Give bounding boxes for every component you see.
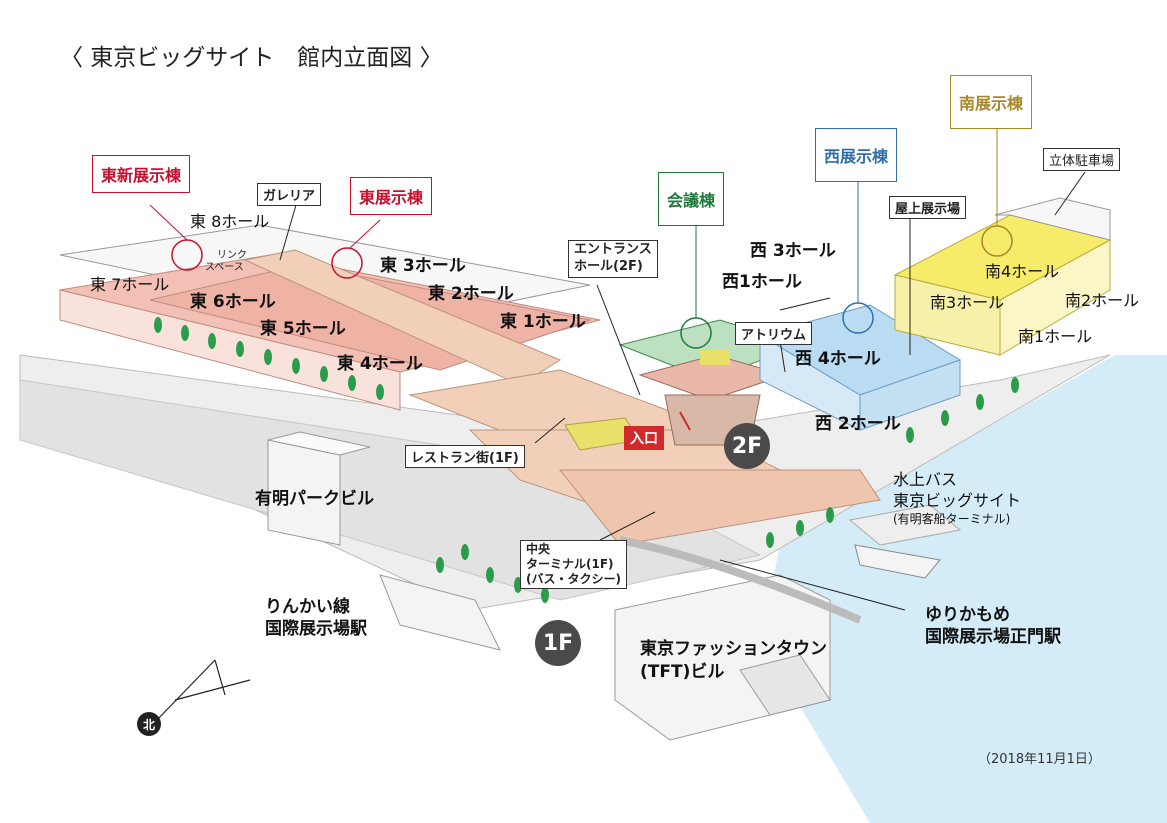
rooftop-label: 屋上展示場 <box>889 196 967 219</box>
hall-s3: 南3ホール <box>930 293 1005 312</box>
hall-e5: 東 5ホール <box>260 319 346 339</box>
hall-e4: 東 4ホール <box>337 354 423 374</box>
hall-s1: 南1ホール <box>1018 327 1093 346</box>
rinkai-label: りんかい線 国際展示場駅 <box>265 596 367 640</box>
yurikamome-line2: 国際展示場正門駅 <box>925 627 1061 648</box>
hall-w4: 西 4ホール <box>795 349 881 369</box>
tft-line2: (TFT)ビル <box>640 661 725 682</box>
rinkai-station <box>379 574 501 651</box>
central-terminal-line2: ターミナル(1F) <box>526 557 614 571</box>
hall-e3: 東 3ホール <box>380 256 466 276</box>
west-hall-side <box>859 359 961 431</box>
restaurant-label: レストラン街(1F) <box>405 445 525 468</box>
hall-e8: 東 8ホール <box>190 212 270 231</box>
ariake-park-label: 有明パークビル <box>255 489 374 509</box>
rinkai-line2: 国際展示場駅 <box>265 619 367 640</box>
hall-w1: 西1ホール <box>722 272 802 292</box>
galleria-walkway <box>243 249 562 386</box>
parking-label: 立体駐車場 <box>1043 148 1121 171</box>
hall-e6: 東 6ホール <box>190 292 276 312</box>
pier <box>848 504 962 546</box>
water-bus-line2: 東京ビッグサイト <box>893 490 1022 510</box>
link-space-line2: スペース <box>205 262 244 273</box>
building-west: 西展示棟 <box>815 128 898 182</box>
entrance-hall-label: エントランス ホール(2F) <box>568 240 658 278</box>
galleria-label: ガレリア <box>257 183 322 206</box>
entrance-hall-line2: ホール(2F) <box>574 258 643 274</box>
water-bus-line1: 水上バス <box>893 470 958 489</box>
building-east: 東展示棟 <box>350 177 433 215</box>
hall-e2: 東 2ホール <box>428 284 514 304</box>
building-conference: 会議棟 <box>658 172 725 226</box>
map-date: （2018年11月1日） <box>978 752 1101 767</box>
yurikamome-label: ゆりかもめ 国際展示場正門駅 <box>925 604 1061 648</box>
central-terminal-label: 中央 ターミナル(1F) (バス・タクシー) <box>520 540 627 589</box>
atrium-label: アトリウム <box>735 322 813 345</box>
hall-e1: 東 1ホール <box>500 312 586 332</box>
floor-1f-badge: 1F <box>535 620 581 666</box>
building-east-new: 東新展示棟 <box>92 155 191 193</box>
floor-2f-badge: 2F <box>724 423 770 469</box>
entrance-hall-line1: エントランス <box>574 242 652 257</box>
central-terminal-line3: (バス・タクシー) <box>526 572 621 586</box>
link-space-line1: リンク <box>217 250 247 261</box>
ferry-boat <box>854 544 941 579</box>
north-badge: 北 <box>137 712 161 736</box>
front-walkway <box>558 469 881 546</box>
water-bus-line3: (有明客船ターミナル) <box>893 511 1011 526</box>
central-terminal-line1: 中央 <box>526 542 551 556</box>
bay-water <box>760 355 1167 823</box>
hall-w3: 西 3ホール <box>750 241 836 261</box>
tft-line1: 東京ファッションタウン <box>640 639 827 659</box>
entrance-badge: 入口 <box>624 426 664 450</box>
yurikamome-track <box>619 536 862 624</box>
tft-label: 東京ファッションタウン (TFT)ビル <box>640 638 827 684</box>
water-bus-label: 水上バス 東京ビッグサイト (有明客船ターミナル) <box>893 470 1021 527</box>
entrance-arrow <box>679 411 691 431</box>
hall-s2: 南2ホール <box>1065 291 1140 310</box>
map-title: 〈 東京ビッグサイト 館内立面図 〉 <box>60 45 443 71</box>
hall-s4: 南4ホール <box>985 262 1060 281</box>
east-new-hall-front <box>59 289 401 411</box>
link-space-label: リンク スペース <box>205 250 247 274</box>
east-marker <box>331 247 363 279</box>
trees <box>154 317 1019 603</box>
leader-lines <box>149 120 1086 611</box>
hall-w2: 西 2ホール <box>815 414 901 434</box>
building-south: 南展示棟 <box>950 75 1033 129</box>
parking-block <box>994 197 1111 241</box>
yurikamome-line1: ゆりかもめ <box>925 605 1010 625</box>
hall-e7: 東 7ホール <box>90 275 170 294</box>
rinkai-line1: りんかい線 <box>265 597 350 617</box>
north-arrow <box>154 659 251 723</box>
south-hall-side <box>999 239 1111 356</box>
conference-yellow <box>700 350 730 365</box>
